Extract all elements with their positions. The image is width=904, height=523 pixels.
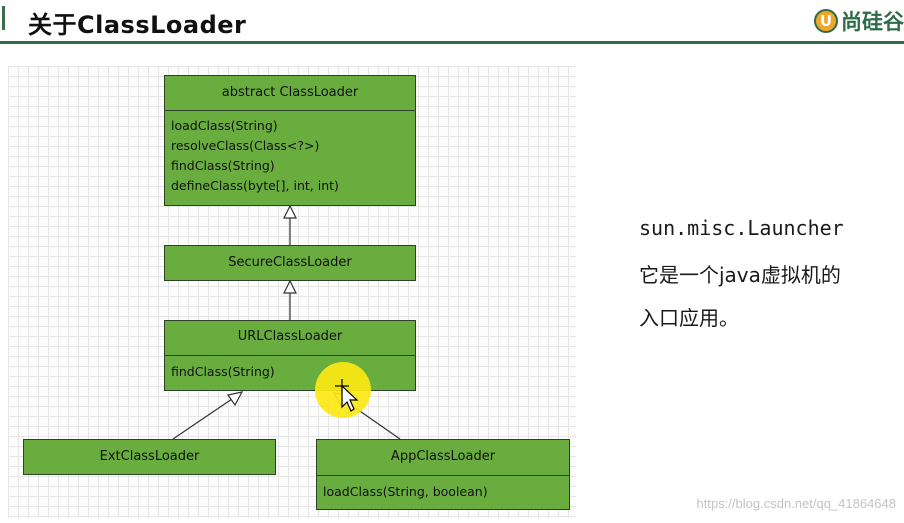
method-resolveclass: resolveClass(Class<?>) — [171, 138, 320, 153]
method-defineclass: defineClass(byte[], int, int) — [171, 178, 339, 193]
secureclassloader-box: SecureClassLoader — [164, 245, 416, 281]
secureclassloader-name: SecureClassLoader — [228, 255, 352, 270]
launcher-description-line: 它是一个java虚拟机的 — [639, 263, 841, 287]
logo-text: 尚硅谷 — [841, 10, 904, 34]
extclassloader-box: ExtClassLoader — [23, 439, 276, 475]
method-loadclass: loadClass(String, boolean) — [323, 484, 488, 499]
urlclassloader-box: URLClassLoader findClass(String) — [164, 320, 416, 391]
edge-ext-to-url — [172, 398, 233, 440]
header-marker — [2, 6, 5, 30]
slide-header: 关于ClassLoader U 尚硅谷 — [0, 0, 904, 44]
logo-badge-icon: U — [814, 9, 838, 33]
method-loadclass: loadClass(String) — [171, 118, 278, 133]
classloader-name: abstract ClassLoader — [221, 85, 359, 100]
header-rule — [0, 41, 904, 44]
launcher-class-name: sun.misc.Launcher — [639, 216, 844, 240]
extclassloader-name: ExtClassLoader — [99, 449, 200, 464]
inheritance-arrowhead — [283, 204, 297, 219]
class-divider — [317, 475, 569, 476]
inheritance-arrowhead — [226, 391, 244, 407]
brand-logo: U 尚硅谷 — [814, 6, 904, 36]
appclassloader-box: AppClassLoader loadClass(String, boolean… — [316, 439, 570, 510]
class-diagram: abstract ClassLoader loadClass(String) r… — [8, 66, 576, 518]
appclassloader-name: AppClassLoader — [390, 449, 496, 464]
classloader-box: abstract ClassLoader loadClass(String) r… — [164, 75, 416, 206]
inheritance-arrowhead — [283, 279, 297, 294]
launcher-description-line: 入口应用。 — [639, 306, 739, 330]
watermark: https://blog.csdn.net/qq_41864648 — [696, 496, 897, 511]
method-findclass: findClass(String) — [171, 364, 275, 379]
class-divider — [165, 355, 415, 356]
urlclassloader-name: URLClassLoader — [237, 329, 343, 344]
mouse-pointer-icon — [335, 379, 359, 412]
method-findclass: findClass(String) — [171, 158, 275, 173]
class-divider — [165, 110, 415, 111]
slide-title: 关于ClassLoader — [28, 11, 247, 39]
